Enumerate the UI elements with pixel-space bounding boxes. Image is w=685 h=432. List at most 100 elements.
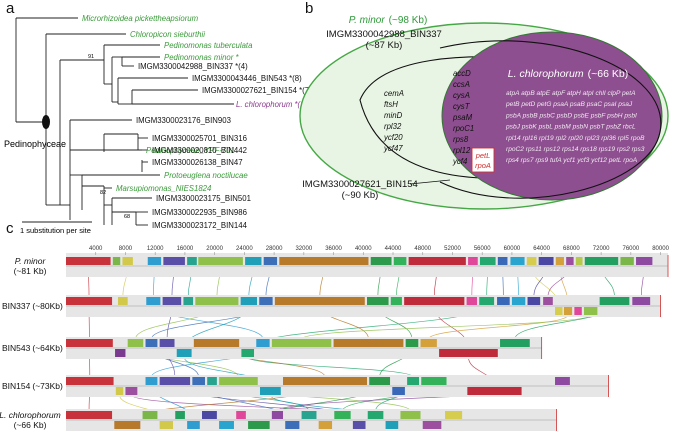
synteny-block [420,339,437,347]
bootstrap-value: 68 [124,214,130,220]
panel-letter-b: b [305,0,314,17]
synteny-block [146,297,161,305]
tree-leaf-label: IMGM3300043446_BIN543 *(8) [192,74,302,83]
synteny-block [367,411,384,419]
venn-gene-label: cysT [453,102,471,111]
synteny-block [159,339,175,347]
synteny-block [369,377,391,385]
synteny-block [236,411,246,419]
synteny-block [421,377,447,385]
axis-tick-label: 8000 [119,246,133,252]
axis-tick-label: 4000 [89,246,103,252]
axis-tick-label: 16000 [177,246,194,252]
synteny-block [393,257,407,265]
venn-bin154-leader [409,179,451,185]
venn-gene-label: ycf47 [383,144,403,153]
tree-leaf-label: Chloropicon sieburthii [130,30,205,39]
tree-leaf-label: Protoeuglena noctilucae [164,171,248,180]
synteny-block [526,257,537,265]
synteny-block [122,257,133,265]
synteny-block [145,339,158,347]
bootstrap-value: 91 [88,54,94,60]
synteny-link [428,314,569,340]
synteny-block [370,257,392,265]
venn-bin154-size: (~90 Kb) [342,190,379,201]
tree-leaf-label: Microrhizoidea pickettheapsiorum [82,14,199,23]
synteny-block [176,349,192,357]
synteny-block [259,297,273,305]
venn-gene-label: rpl32 [384,122,402,131]
venn-gene-label: accD [453,69,471,78]
synteny-block [367,297,389,305]
synteny-block [187,421,200,429]
tree-leaf-label: IMGM3300023172_BIN144 [152,221,248,230]
axis-tick-label: 68000 [563,246,580,252]
synteny-block [285,421,300,429]
genome-name: BIN337(~80Kb) [2,301,63,311]
synteny-block [118,297,128,305]
synteny-block [145,377,158,385]
venn-gene-label: ycf4 [452,157,468,166]
synteny-block [497,297,510,305]
synteny-block [263,257,278,265]
venn-diagram: P. minor(~98 Kb) IMGM3300042988_BIN337 (… [299,15,669,210]
tree-leaf-label: Pedinophyceae_YPF-701 [146,146,235,155]
synteny-block [66,377,114,385]
synteny-block [66,257,111,265]
synteny-block [385,421,399,429]
synteny-block [510,257,525,265]
tree-leaf-label: IMGM3300023176_BIN903 [136,116,231,125]
panel-letter-a: a [6,0,15,17]
synteny-block [404,297,465,305]
synteny-block [566,257,574,265]
synteny-block [400,411,421,419]
tree-leaf-label: IMGM3300022935_BIN986 [152,208,247,217]
synteny-block [183,297,194,305]
synteny-block [259,387,281,395]
synteny-block [175,411,185,419]
tree-leaf-label: Pedinomonas tuberculata [164,41,253,50]
venn-gene-label: ycf20 [383,133,403,142]
axis-tick-label: 40000 [355,246,372,252]
venn-bin337-label: IMGM3300042988_BIN337 [326,29,442,40]
synteny-block [390,297,402,305]
panel-letter-c: c [6,220,14,237]
synteny-tracks [66,255,669,431]
axis-tick-label: 80000 [652,246,669,252]
synteny-block [599,297,630,305]
synteny-block [445,411,463,419]
synteny-block [632,297,651,305]
venn-gene-label: psbJ psbK psbL psbM psbN psbT psbZ rbcL [505,124,636,131]
venn-l-chlorophorum-label: L. chlorophorum(~66 Kb) [508,68,628,80]
venn-gene-label: psbA psbB psbC psbD psbE psbF psbH psbI [505,112,637,119]
axis-tick-label: 56000 [474,246,491,252]
bootstrap-value: 82 [100,190,106,196]
axis-tick-label: 72000 [593,246,610,252]
axis-tick-label: 44000 [385,246,402,252]
synteny-block [114,421,141,429]
synteny-block [193,339,240,347]
synteny-block [620,257,634,265]
synteny-block [271,411,284,419]
synteny-block [147,257,162,265]
synteny-block [195,297,239,305]
axis-tick-label: 24000 [236,246,253,252]
synteny-block [240,297,258,305]
synteny-genome-labels: P. minor(~81 Kb)BIN337(~80Kb)BIN543(~64K… [0,256,63,430]
axis-tick-label: 12000 [147,246,164,252]
synteny-block [468,257,478,265]
genome-name: BIN154(~73Kb) [2,381,63,391]
synteny-block [479,257,496,265]
venn-gene-label: rpl14 rpl16 rpl19 rpl2 rpl20 rpl23 rpl36… [506,135,645,142]
synteny-block [198,257,243,265]
genome-name: L. chlorophorum [0,410,61,420]
synteny-block [392,387,405,395]
synteny-block [162,297,182,305]
synteny-block [248,421,270,429]
synteny-block [467,387,522,395]
synteny-block [575,257,583,265]
venn-gene-label: rpoC1 [453,124,474,133]
